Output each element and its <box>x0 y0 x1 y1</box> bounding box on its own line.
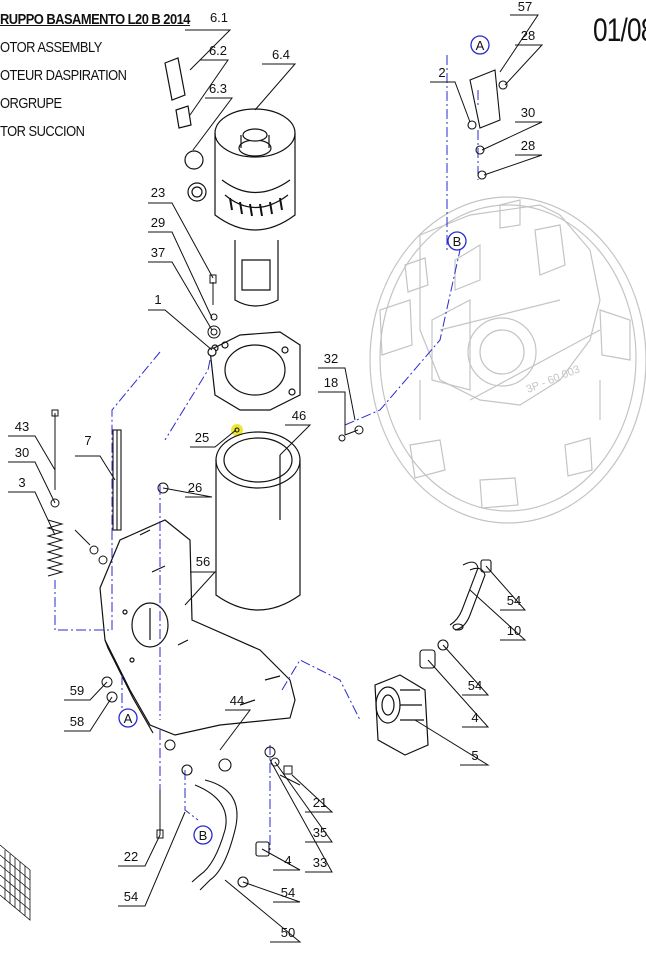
bolt-32-18 <box>338 425 364 442</box>
top-bracket-parts <box>467 69 508 180</box>
callout-35: 35 <box>313 825 327 840</box>
vacuum-valve <box>374 674 429 756</box>
callout-30-left: 30 <box>15 445 29 460</box>
callout-6-2: 6.2 <box>209 43 227 58</box>
callout-54-lower-mid: 54 <box>281 885 295 900</box>
connector-b-right <box>447 231 467 251</box>
callout-3: 3 <box>18 475 25 490</box>
callout-29: 29 <box>151 215 165 230</box>
callout-28-top: 28 <box>521 28 535 43</box>
pipe-fittings-right <box>419 559 492 669</box>
connector-a-bottom-label: A <box>124 711 133 726</box>
callout-43: 43 <box>15 419 29 434</box>
screw-25-highlight <box>231 424 243 436</box>
base-plate-fasteners <box>74 482 169 703</box>
callout-54-right-upper: 54 <box>507 593 521 608</box>
callout-37: 37 <box>151 245 165 260</box>
assembly-title-german: ORGRUPE <box>0 95 62 112</box>
callout-44: 44 <box>230 693 244 708</box>
callout-46: 46 <box>292 408 306 423</box>
callout-33: 33 <box>313 855 327 870</box>
connector-a-top-label: A <box>476 38 485 53</box>
page-number: 01/08 <box>593 12 646 48</box>
callout-6-4: 6.4 <box>272 47 290 62</box>
callout-7: 7 <box>84 433 91 448</box>
connector-b-right-label: B <box>453 234 462 249</box>
base-plate <box>99 519 296 736</box>
callout-4-right: 4 <box>471 710 478 725</box>
connector-b-bottom <box>193 825 213 845</box>
callout-6-1: 6.1 <box>210 10 228 25</box>
callout-32: 32 <box>324 351 338 366</box>
assembly-title-english: OTOR ASSEMBLY <box>0 39 102 56</box>
filter-tube <box>215 431 301 611</box>
callout-28-bottom: 28 <box>521 138 535 153</box>
bolt-22 <box>156 739 176 839</box>
callout-21: 21 <box>313 795 327 810</box>
callout-25: 25 <box>195 430 209 445</box>
assembly-title-french: OTEUR DASPIRATION <box>0 67 127 84</box>
callout-18: 18 <box>324 375 338 390</box>
callout-56: 56 <box>196 554 210 569</box>
callout-23: 23 <box>151 185 165 200</box>
callout-26: 26 <box>188 480 202 495</box>
assembly-title: RUPPO BASAMENTO L20 B 2014 <box>0 11 190 28</box>
callout-2: 2 <box>438 65 445 80</box>
lower-hose <box>181 758 270 891</box>
connector-a-bottom <box>118 708 138 728</box>
base-part-number-marking: 3P - 60 003 <box>525 363 582 395</box>
motor-flange <box>207 331 301 411</box>
callout-50: 50 <box>281 925 295 940</box>
callout-leaders <box>8 14 544 943</box>
assembly-title-spanish: TOR SUCCION <box>0 123 85 140</box>
callout-1: 1 <box>154 292 161 307</box>
support-rod <box>112 429 122 531</box>
callout-22: 22 <box>124 849 138 864</box>
flange-screw <box>207 274 221 339</box>
callout-54-lower-left: 54 <box>124 889 138 904</box>
assembly-centerlines <box>54 55 479 850</box>
motor-brush-parts <box>164 57 207 202</box>
connector-a-top <box>470 35 490 55</box>
connector-markers <box>118 35 490 845</box>
callout-30-right: 30 <box>521 105 535 120</box>
callout-labels: 6.1 6.2 6.3 6.4 23 29 37 1 25 46 26 43 3… <box>15 0 535 940</box>
connector-b-bottom-label: B <box>199 828 208 843</box>
callout-57: 57 <box>518 0 532 14</box>
callout-58: 58 <box>70 714 84 729</box>
callout-6-3: 6.3 <box>209 81 227 96</box>
callout-10: 10 <box>507 623 521 638</box>
callout-5: 5 <box>471 748 478 763</box>
callout-4-lower: 4 <box>284 853 291 868</box>
suction-motor <box>214 108 296 307</box>
base-disc-ghost <box>369 196 646 524</box>
callout-54-right-lower: 54 <box>468 678 482 693</box>
callout-59: 59 <box>70 683 84 698</box>
filter-grid-fragment <box>0 844 31 921</box>
